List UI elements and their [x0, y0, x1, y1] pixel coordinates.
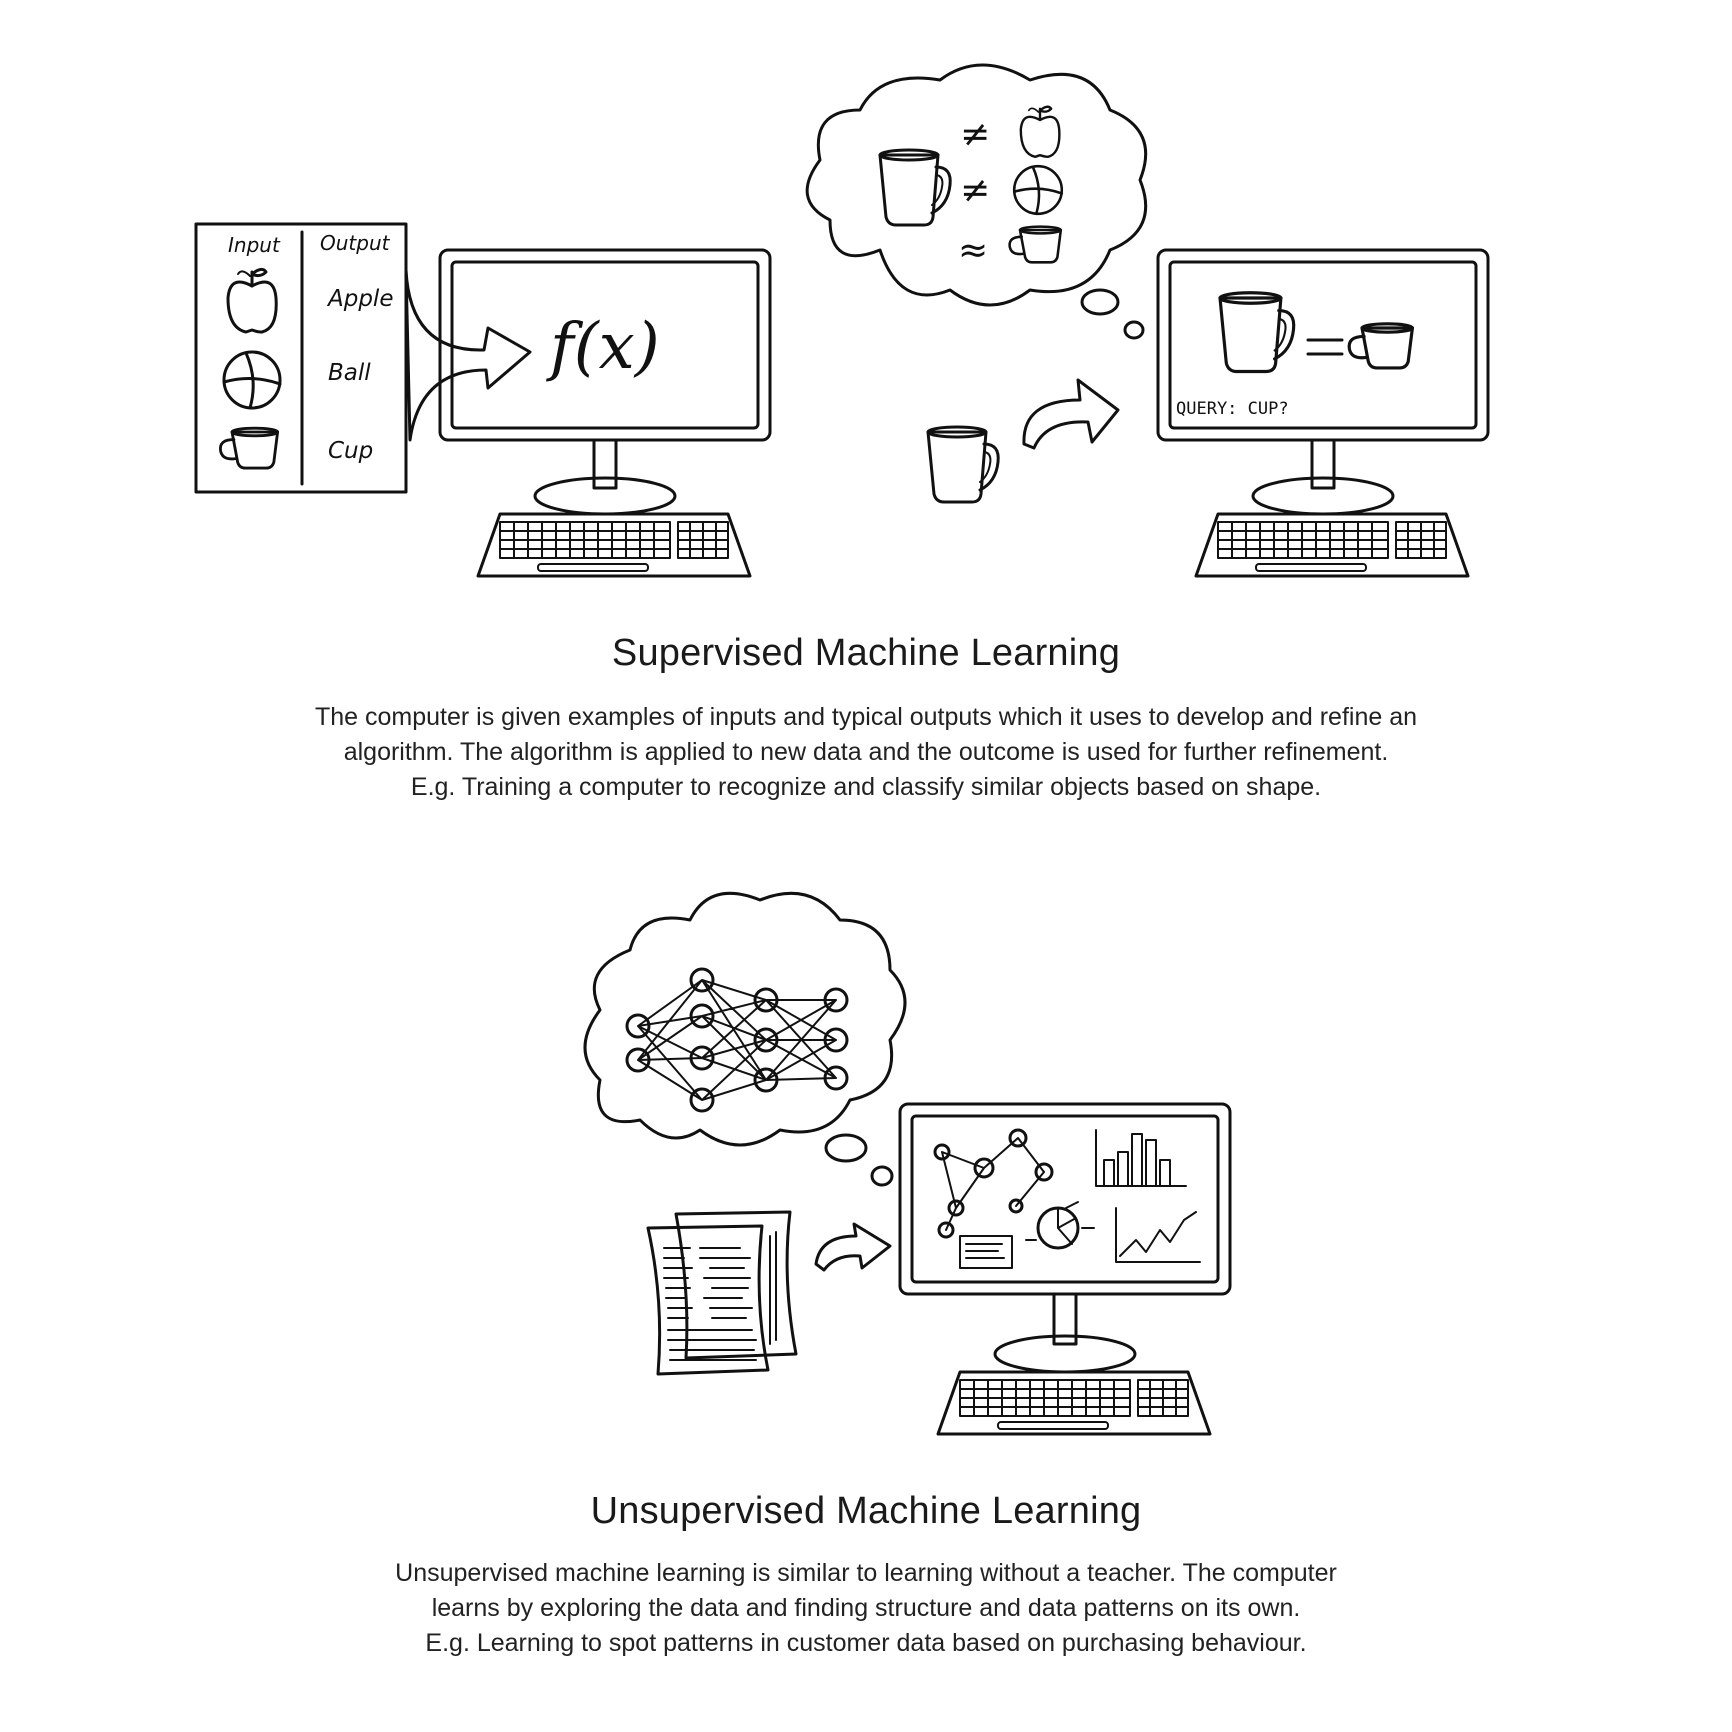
description-line: algorithm. The algorithm is applied to n… [343, 738, 1389, 766]
network-graph-icon [933, 1128, 1054, 1239]
data-arrow [814, 1222, 892, 1272]
output-cup: Cup [328, 438, 373, 464]
training-monitor: f(x) [438, 248, 772, 516]
analytics-keyboard [936, 1370, 1212, 1436]
supervised-diagram: Input Output Apple Ball Cup f(x) ≠ ≠ ≈ [194, 63, 1490, 578]
output-ball: Ball [328, 360, 371, 386]
description-line: E.g. Learning to spot patterns in custom… [425, 1629, 1307, 1657]
output-apple: Apple [326, 286, 393, 312]
description-line: The computer is given examples of inputs… [314, 703, 1418, 731]
new-data-mug-icon [926, 425, 1000, 504]
query-arrow [1022, 378, 1120, 450]
query-keyboard [1194, 512, 1470, 578]
cup-icon [1008, 225, 1063, 264]
unsupervised-description: Unsupervised machine learning is similar… [0, 1556, 1732, 1661]
cup-icon [1347, 322, 1414, 370]
text-card-icon [959, 1235, 1013, 1269]
unsupervised-diagram [583, 891, 1232, 1436]
analytics-monitor [898, 1102, 1232, 1374]
apple-icon [226, 267, 278, 334]
not-equal-symbol: ≠ [960, 114, 990, 155]
ball-icon [1012, 164, 1064, 216]
supervised-description: The computer is given examples of inputs… [0, 700, 1732, 805]
comparison-thought-cloud: ≠ ≠ ≈ [805, 63, 1148, 340]
query-label: QUERY: CUP? [1176, 399, 1289, 419]
neural-network-thought-cloud [583, 891, 907, 1187]
data-documents-icon [646, 1210, 798, 1376]
mug-icon [1218, 291, 1296, 374]
ball-icon [222, 350, 282, 410]
training-keyboard [476, 512, 752, 578]
line-chart-icon [1115, 1207, 1201, 1263]
supervised-title: Supervised Machine Learning [611, 632, 1121, 674]
training-arrow [404, 268, 532, 442]
description-line: Unsupervised machine learning is similar… [395, 1559, 1337, 1587]
training-table: Input Output Apple Ball Cup [194, 222, 408, 494]
apple-icon [1019, 105, 1061, 159]
not-equal-symbol: ≠ [960, 170, 990, 211]
cup-icon [218, 426, 280, 470]
input-header: Input [228, 233, 281, 257]
neural-network-icon [625, 967, 849, 1113]
pie-chart-icon [1025, 1201, 1095, 1250]
description-line: E.g. Training a computer to recognize an… [410, 773, 1322, 801]
bar-chart-icon [1095, 1129, 1187, 1187]
mug-icon [878, 148, 952, 227]
query-monitor: QUERY: CUP? [1156, 248, 1490, 516]
unsupervised-title: Unsupervised Machine Learning [590, 1490, 1142, 1532]
function-label: f(x) [546, 310, 660, 384]
description-line: learns by exploring the data and finding… [431, 1594, 1301, 1622]
approx-equal-symbol: ≈ [958, 230, 988, 271]
equals-icon [1306, 338, 1344, 356]
output-header: Output [320, 231, 391, 255]
